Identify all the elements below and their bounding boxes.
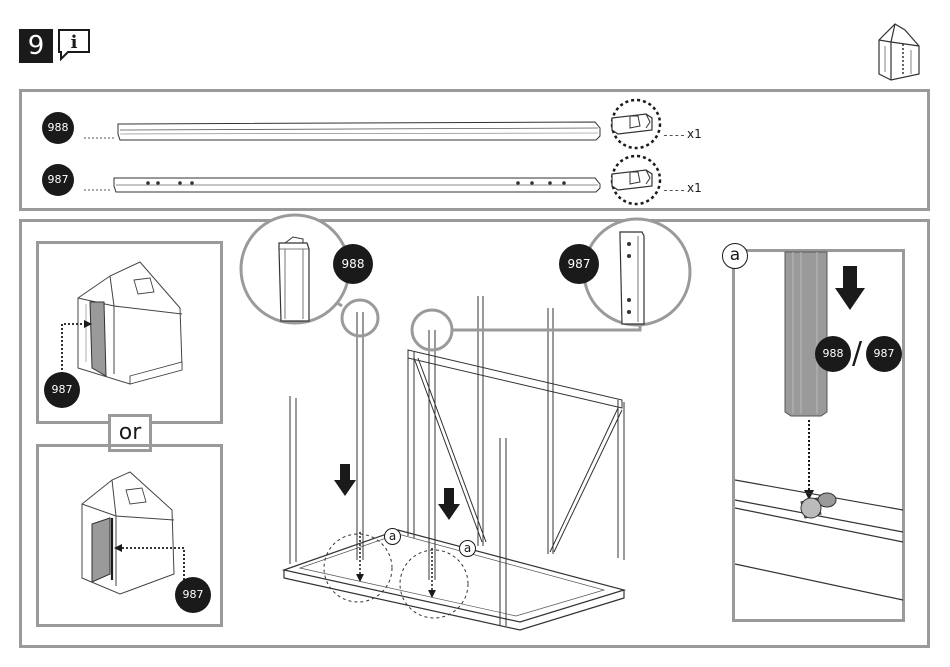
- greenhouse-thumbnail-icon: [873, 18, 925, 82]
- option-bottom-badge: 987: [175, 577, 211, 613]
- callout-988-badge: 988: [333, 244, 373, 284]
- detail-slash: /: [852, 336, 862, 372]
- option-top-badge: 987: [44, 372, 80, 408]
- detail-badge-987: 987: [866, 336, 902, 372]
- step-number: 9: [19, 29, 53, 63]
- callout-987-magnified: [580, 216, 694, 330]
- svg-text:i: i: [71, 32, 78, 53]
- profile-988: [80, 118, 610, 144]
- info-speech-icon: i: [56, 28, 92, 62]
- detail-marker-a-left: a: [384, 528, 401, 545]
- profile-end-detail-987: [608, 152, 664, 208]
- detail-badge-988: 988: [815, 336, 851, 372]
- arrow-to-door-bottom: [110, 540, 190, 584]
- part-badge-988: 988: [42, 112, 74, 144]
- profile-987: [80, 172, 610, 198]
- part-badge-987: 987: [42, 164, 74, 196]
- part-qty-988: x1: [687, 127, 702, 141]
- detail-a-illustration: [735, 252, 903, 620]
- detail-marker-a-right: a: [459, 540, 476, 557]
- part-qty-987: x1: [687, 181, 702, 195]
- callout-987-badge: 987: [559, 244, 599, 284]
- profile-end-detail-988: [608, 96, 664, 152]
